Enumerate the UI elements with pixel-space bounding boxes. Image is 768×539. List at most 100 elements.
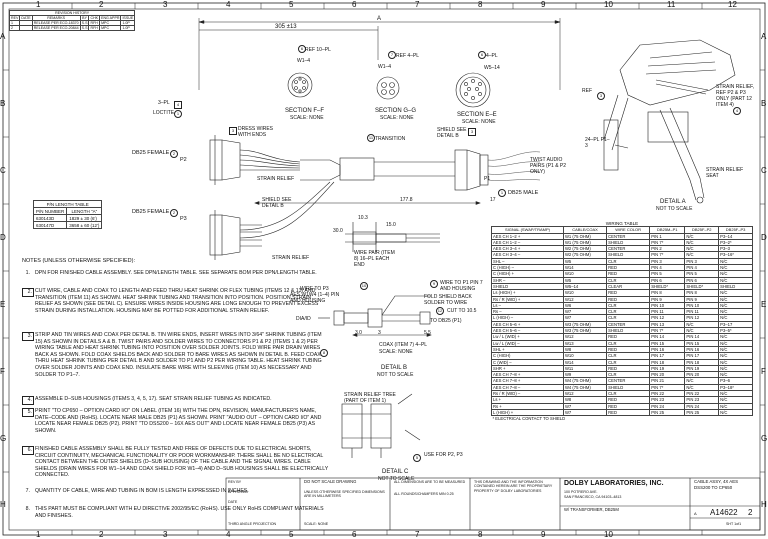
balloon-5: 5 xyxy=(413,454,421,462)
detail-c-drawing xyxy=(341,393,421,458)
wiring-cell: W7 xyxy=(562,402,608,410)
zone-label-top: 6 xyxy=(352,0,357,9)
wiring-cell: N/C xyxy=(718,289,753,297)
zone-label-bottom: 9 xyxy=(541,530,546,539)
rev-cell: MPC xyxy=(99,25,122,31)
callout-strain-tree: STRAIN RELIEF TREE (PART OF ITEM 1) xyxy=(344,392,396,404)
note-text: CUT WIRE, CABLE AND COAX TO LENGTH AND F… xyxy=(35,288,319,314)
tb-tolerances: UNLESS OTHERWISE SPECIFIED DIMENSIONS AR… xyxy=(304,490,385,499)
wiring-cell: N/C xyxy=(718,389,753,398)
wiring-cell: PIN 18 xyxy=(649,358,686,366)
tb-sheet: SHT 1of1 xyxy=(726,522,742,526)
pn-table-title: P/N LENGTH TABLE xyxy=(32,200,103,208)
pn-cell: 3658 ± 60 (12') xyxy=(66,221,103,229)
callout-to-db25: TO DB25 (P1) xyxy=(430,318,462,324)
section-e-title: SECTION E–E xyxy=(457,112,497,118)
zone-label-side: H xyxy=(761,500,767,509)
section-f-title: SECTION F–F xyxy=(285,108,325,114)
wiring-table-title: WIRING TABLE xyxy=(605,221,639,226)
wiring-cell: W14 xyxy=(562,264,608,272)
pn-header: LENGTH "A" xyxy=(66,207,103,215)
pn-header: P/N NUMBER xyxy=(32,207,68,215)
zone-label-side: G xyxy=(761,434,768,443)
section-f-circle xyxy=(287,72,313,98)
callout-wire-to-p1: WIRE TO P1 PIN 7 AND HOUSING xyxy=(440,280,483,292)
rev-cell xyxy=(19,25,33,31)
note-number: 4. xyxy=(22,396,34,405)
title-block: REV BY APPROVED DATE THIRD ANGLE PROJECT… xyxy=(226,478,762,533)
balloon-12: 12 xyxy=(436,307,444,315)
wiring-cell: W8 xyxy=(562,345,608,354)
dim-55-label: 5.5 xyxy=(424,330,431,336)
zone-label-side: C xyxy=(0,166,6,175)
wiring-header: CABLE/COAX xyxy=(562,226,608,234)
tb-title-sub: DSS200 TO CP650 xyxy=(694,485,733,490)
note-text: DPN FOR FINISHED CABLE ASSEMBLY. SEE DPN… xyxy=(35,270,317,276)
section-f-scale: SCALE: NONE xyxy=(290,115,324,121)
callout-w5-14: W5–14 xyxy=(484,65,500,71)
tb-drawn-by: REV BY xyxy=(228,480,242,484)
wiring-cell: PIN 17 xyxy=(649,352,686,360)
wiring-cell: PIN 19 xyxy=(649,364,686,373)
wiring-cell: W13 xyxy=(562,339,608,347)
rev-header: ISSUE xyxy=(120,15,136,21)
wiring-cell: W11 xyxy=(562,364,608,373)
wiring-cell: PIN 7* xyxy=(649,327,686,335)
wiring-header: DB25F–P3 xyxy=(718,226,753,234)
dim-103-label: 10.3 xyxy=(358,215,368,221)
wiring-cell: W3 (75 OHM) xyxy=(562,327,608,335)
callout-wire-to-p3: WIRE TO P3 xyxy=(300,286,329,292)
tb-company-logo-text: DOLBY LABORATORIES, INC. xyxy=(564,480,664,487)
rev-cell: RFH xyxy=(88,20,101,26)
overall-dimension xyxy=(198,18,561,90)
wiring-cell: PIN 7* xyxy=(649,383,686,392)
wiring-cell: W5–14 xyxy=(562,282,608,291)
callout-use-for: USE FOR P2, P3 xyxy=(424,452,463,458)
zone-label-bottom: 5 xyxy=(289,530,294,539)
tb-title-1: W/ TRANSFORMER, DB25M xyxy=(564,507,619,512)
tb-date-label: DATE xyxy=(228,500,238,504)
rev-cell: RELEASE PER ECO-20844 xyxy=(31,25,81,31)
zone-ticks xyxy=(3,3,765,535)
wiring-cell: N/C xyxy=(718,352,753,360)
wiring-cell: N/C xyxy=(718,257,753,266)
wiring-cell: PIN 21 xyxy=(649,377,686,385)
callout-strain-seat: STRAIN RELIEF SEAT xyxy=(706,167,744,179)
rev-cell: RELEASE PER ECO-18370 xyxy=(31,20,81,26)
detail-b-drawing xyxy=(345,222,440,252)
wiring-cell: W4 (75 OHM) xyxy=(562,377,608,385)
callout-strain-relief: STRAIN RELIEF xyxy=(257,176,295,182)
wiring-cell: PIN 6 xyxy=(649,276,686,284)
callout-coax-scale: SCALE: NONE xyxy=(379,349,413,355)
wiring-cell: W6 xyxy=(562,301,608,310)
rev-cell: 1.0P xyxy=(120,25,136,31)
dim-3-label: 3 xyxy=(378,330,381,336)
wiring-cell: PIN 14 xyxy=(649,333,686,341)
tb-proprietary: THIS DRAWING AND THE INFORMATION CONTAIN… xyxy=(474,480,553,493)
wiring-cell: N/C xyxy=(718,314,753,322)
zone-label-side: D xyxy=(761,233,767,242)
wiring-cell: P3–16* xyxy=(718,251,753,259)
zone-label-top: 3 xyxy=(163,0,168,9)
callout-w1-4b: W1–4 xyxy=(378,64,392,70)
callout-cut-to: CUT TO 10.5 xyxy=(447,308,477,314)
cable-assembly xyxy=(209,135,489,260)
zone-label-side: F xyxy=(761,367,766,376)
zone-label-top: 5 xyxy=(289,0,294,9)
wiring-cell: W4 (75 OHM) xyxy=(562,383,608,392)
detail-c-title: DETAIL C xyxy=(382,469,409,475)
balloon-6b: 6 xyxy=(478,51,486,59)
title-block-frame xyxy=(225,477,761,531)
zone-label-top: 8 xyxy=(478,0,483,9)
